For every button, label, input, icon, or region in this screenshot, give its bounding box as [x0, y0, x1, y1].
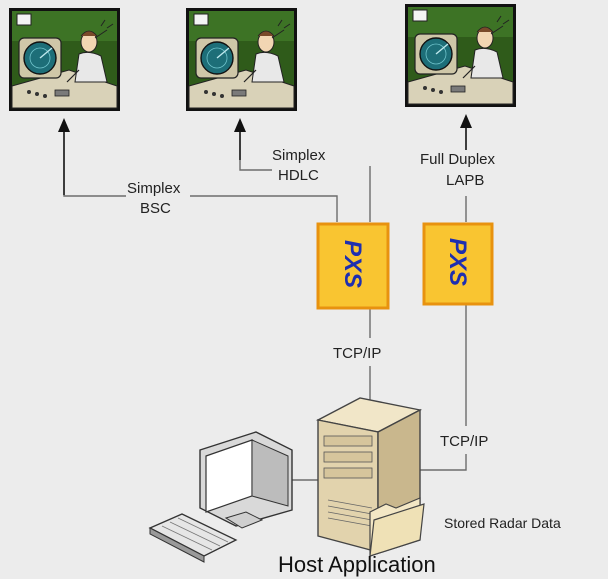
link-label-bsc-line2: BSC	[140, 200, 171, 217]
radar-console-2	[185, 7, 298, 112]
arrow-up-icon	[58, 118, 70, 132]
radar-console-icon	[404, 3, 517, 108]
workstation-icon	[199, 431, 293, 529]
radar-console-icon	[8, 7, 121, 112]
tcp-ip-label-left: TCP/IP	[333, 345, 381, 362]
pxs-gateway-icon	[316, 222, 390, 310]
tcp-wire-right	[420, 454, 467, 471]
tcp-ip-label-right: TCP/IP	[440, 433, 488, 450]
link-label-bsc-line1: Simplex	[127, 180, 181, 197]
pxs-label-right: PXS	[444, 238, 471, 286]
radar-console-3	[404, 3, 517, 108]
folder-icon	[369, 497, 425, 557]
host-application-label: Host Application	[278, 552, 436, 577]
radar-console-icon	[185, 7, 298, 112]
link-wire-bsc	[190, 195, 338, 222]
link-label-hdlc-line2: HDLC	[278, 167, 319, 184]
link-label-lapb-line2: LAPB	[446, 172, 484, 189]
link-label-hdlc-line1: Simplex	[272, 147, 326, 164]
pxs-gateway-icon	[422, 222, 494, 306]
radar-console-1	[8, 7, 121, 112]
keyboard-icon	[148, 513, 238, 563]
stored-radar-data-label: Stored Radar Data	[444, 515, 561, 531]
link-label-lapb-line1: Full Duplex	[420, 151, 496, 168]
link-wire-bsc	[63, 195, 126, 197]
arrow-up-icon	[460, 114, 472, 128]
pxs-label-left: PXS	[339, 240, 366, 288]
pxs-gateway-right: PXS	[422, 222, 494, 306]
link-wire-hdlc	[239, 160, 272, 171]
arrow-up-icon	[234, 118, 246, 132]
pxs-gateway-left: PXS	[316, 222, 390, 310]
